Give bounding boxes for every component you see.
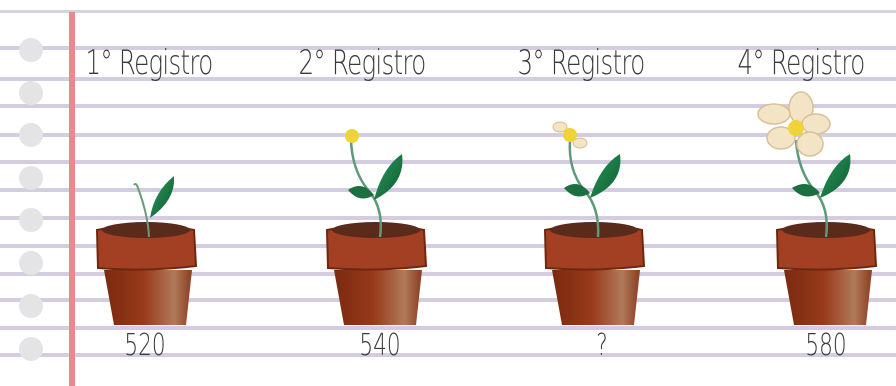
pot <box>95 222 198 325</box>
ruled-line <box>0 272 896 276</box>
binder-hole <box>19 294 43 318</box>
margin-line <box>69 12 75 386</box>
ruled-line <box>0 353 896 357</box>
plant-sprout <box>95 176 198 325</box>
binder-hole <box>19 208 43 232</box>
ruled-line <box>0 216 896 220</box>
ruled-line <box>0 298 896 302</box>
record-4-header: 4° Registro <box>737 43 865 83</box>
plant-opening <box>543 121 646 325</box>
record-1-header: 1° Registro <box>85 43 213 83</box>
record-2-value: 540 <box>359 328 401 363</box>
pot <box>325 222 428 325</box>
flower-icon <box>757 91 831 157</box>
record-3-value: ? <box>596 328 608 363</box>
binder-hole <box>19 251 43 275</box>
ruled-line <box>0 133 896 137</box>
plant-bud <box>325 129 428 325</box>
ruled-line <box>0 46 896 50</box>
pot <box>775 222 878 325</box>
record-2-header: 2° Registro <box>298 43 426 83</box>
ruled-line <box>0 244 896 248</box>
binder-hole <box>19 166 43 190</box>
binder-hole <box>19 123 43 147</box>
ruled-line <box>0 77 896 81</box>
pot <box>543 222 646 325</box>
ruled-line <box>0 104 896 108</box>
ruled-line <box>0 160 896 164</box>
ruled-line <box>0 188 896 192</box>
page-top-border <box>0 10 896 13</box>
bud-icon <box>345 129 359 143</box>
record-4-value: 580 <box>805 328 847 363</box>
binder-hole <box>19 38 43 62</box>
plant-flower <box>757 91 878 325</box>
record-3-header: 3° Registro <box>517 43 645 83</box>
ruled-line <box>0 326 896 330</box>
bud-icon <box>563 128 577 142</box>
record-1-value: 520 <box>124 328 166 363</box>
binder-hole <box>19 337 43 361</box>
binder-hole <box>19 81 43 105</box>
